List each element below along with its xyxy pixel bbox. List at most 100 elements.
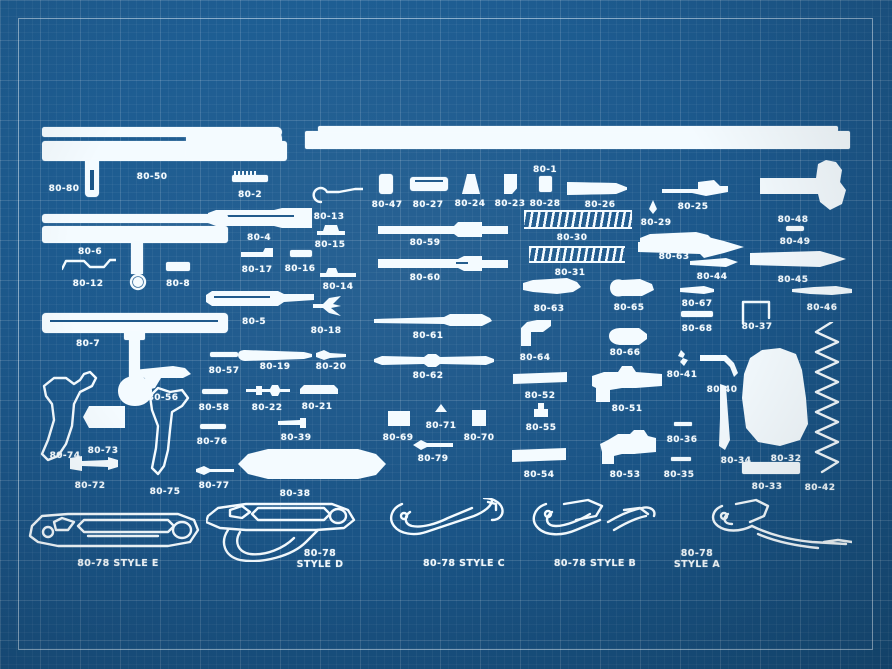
part-shape-80-74 (40, 370, 98, 462)
part-label-80-79: 80-79 (417, 454, 449, 464)
part-shape-80-77 (196, 466, 234, 475)
part-shape-80-63-lower (523, 278, 581, 294)
part-shape-80-61 (374, 314, 492, 326)
part-shape-80-22 (246, 385, 290, 396)
part-shape-80-25 (662, 180, 728, 196)
part-shape-80-19 (238, 350, 312, 361)
part-label-80-12: 80-12 (72, 279, 104, 289)
part-shape-80-37 (741, 300, 771, 324)
part-shape-80-62 (374, 354, 494, 367)
part-label-80-13: 80-13 (313, 212, 345, 222)
style-label-line1: 80-78 (680, 548, 714, 559)
part-label-80-2: 80-2 (237, 190, 263, 200)
part-shape-80-44 (690, 258, 738, 267)
part-label-80-75: 80-75 (149, 487, 181, 497)
part-shape-80-55 (534, 403, 548, 417)
part-label-80-15: 80-15 (314, 240, 346, 250)
part-label-80-53: 80-53 (609, 470, 641, 480)
part-shape-80-46 (792, 286, 852, 295)
part-label-80-32: 80-32 (770, 454, 802, 464)
part-label-80-76: 80-76 (196, 437, 228, 447)
part-shape-80-38 (238, 449, 386, 479)
part-label-80-30: 80-30 (556, 233, 588, 243)
part-shape-80-39 (278, 418, 306, 428)
part-shape-80-60 (378, 256, 508, 271)
part-shape-80-35 (671, 457, 691, 461)
part-label-80-67: 80-67 (681, 299, 713, 309)
part-shape-80-1-rib (318, 126, 838, 132)
part-shape-80-45 (750, 251, 846, 267)
part-shape-80-17 (241, 248, 273, 257)
part-shape-80-5-groove (214, 296, 270, 298)
part-label-80-65: 80-65 (613, 303, 645, 313)
part-label-80-58: 80-58 (198, 403, 230, 413)
part-label-80-80: 80-80 (48, 184, 80, 194)
part-label-80-52: 80-52 (524, 391, 556, 401)
part-label-80-73: 80-73 (87, 446, 119, 456)
part-shape-80-7-rod (129, 331, 140, 383)
part-label-80-40: 80-40 (706, 385, 738, 395)
part-label-80-4: 80-4 (246, 233, 272, 243)
part-label-80-6: 80-6 (77, 247, 103, 257)
part-label-80-59: 80-59 (409, 238, 441, 248)
part-shape-80-75 (148, 386, 190, 476)
part-shape-80-31 (529, 246, 625, 263)
part-label-80-66: 80-66 (609, 348, 641, 358)
part-shape-80-60-pin (456, 262, 468, 264)
part-shape-80-43-main (638, 236, 744, 258)
part-label-80-16: 80-16 (284, 264, 316, 274)
part-shape-80-72 (70, 456, 118, 471)
part-shape-80-20 (316, 350, 346, 360)
part-label-80-68: 80-68 (681, 324, 713, 334)
part-label-80-35: 80-35 (663, 470, 695, 480)
part-shape-80-7-line (50, 320, 218, 322)
part-label-80-41: 80-41 (666, 370, 698, 380)
part-label-80-42: 80-42 (804, 483, 836, 493)
part-label-80-1: 80-1 (532, 165, 558, 175)
part-shape-80-71 (435, 404, 447, 412)
part-shape-80-64 (521, 320, 551, 346)
part-label-80-63: 80-63 (658, 252, 690, 262)
part-shape-80-21 (300, 385, 338, 394)
part-label-80-69: 80-69 (382, 433, 414, 443)
part-shape-80-28 (539, 176, 552, 192)
part-shape-80-42 (814, 322, 840, 474)
part-shape-80-8 (166, 262, 190, 271)
part-shape-80-47 (379, 174, 393, 194)
part-label-80-45: 80-45 (777, 275, 809, 285)
part-shape-80-48 (760, 160, 846, 210)
part-shape-80-6-top (42, 214, 228, 223)
part-label-80-25: 80-25 (677, 202, 709, 212)
part-shape-80-13 (312, 186, 363, 204)
part-label-80-21: 80-21 (301, 402, 333, 412)
style-label-sv-e: 80-78 STYLE E (77, 558, 159, 569)
part-label-80-77: 80-77 (198, 481, 230, 491)
part-label-80-14: 80-14 (322, 282, 354, 292)
part-label-80-7: 80-7 (75, 339, 101, 349)
drawing-border-frame (18, 18, 873, 650)
part-shape-80-69 (388, 411, 410, 426)
part-label-80-63: 80-63 (533, 304, 565, 314)
part-shape-80-4-groove (216, 215, 294, 217)
part-shape-80-79 (413, 440, 453, 450)
part-shape-80-27-line (415, 180, 443, 182)
part-shape-80-23 (504, 174, 517, 194)
part-label-80-46: 80-46 (806, 303, 838, 313)
part-label-80-70: 80-70 (463, 433, 495, 443)
part-shape-80-41 (678, 350, 688, 366)
part-label-80-47: 80-47 (371, 200, 403, 210)
part-label-80-5: 80-5 (241, 317, 267, 327)
part-label-80-71: 80-71 (425, 421, 457, 431)
part-shape-80-50 (42, 127, 282, 137)
part-shape-80-78-style-c (390, 498, 504, 536)
part-label-80-19: 80-19 (259, 362, 291, 372)
part-shape-80-68 (681, 311, 713, 317)
part-label-80-29: 80-29 (640, 218, 672, 228)
part-shape-80-26 (567, 182, 627, 195)
part-label-80-26: 80-26 (584, 200, 616, 210)
part-label-80-38: 80-38 (279, 489, 311, 499)
part-label-80-72: 80-72 (74, 481, 106, 491)
